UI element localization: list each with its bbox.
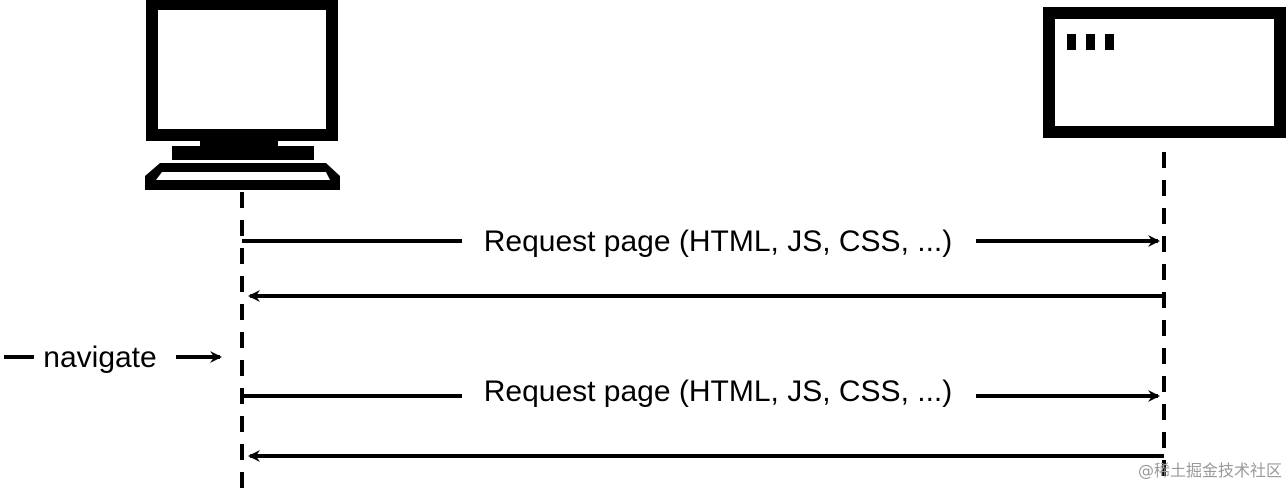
desktop-computer-icon: [145, 0, 340, 190]
request-label-2: Request page (HTML, JS, CSS, ...): [484, 375, 953, 408]
request-message-2: Request page (HTML, JS, CSS, ...): [242, 375, 1160, 408]
watermark: @稀土掘金技术社区: [1138, 461, 1282, 480]
request-label-1: Request page (HTML, JS, CSS, ...): [484, 225, 953, 258]
server-window-icon: [1043, 7, 1286, 138]
navigate-trigger: navigate: [4, 341, 222, 374]
request-message-1: Request page (HTML, JS, CSS, ...): [242, 225, 1160, 258]
navigate-label: navigate: [43, 341, 156, 374]
